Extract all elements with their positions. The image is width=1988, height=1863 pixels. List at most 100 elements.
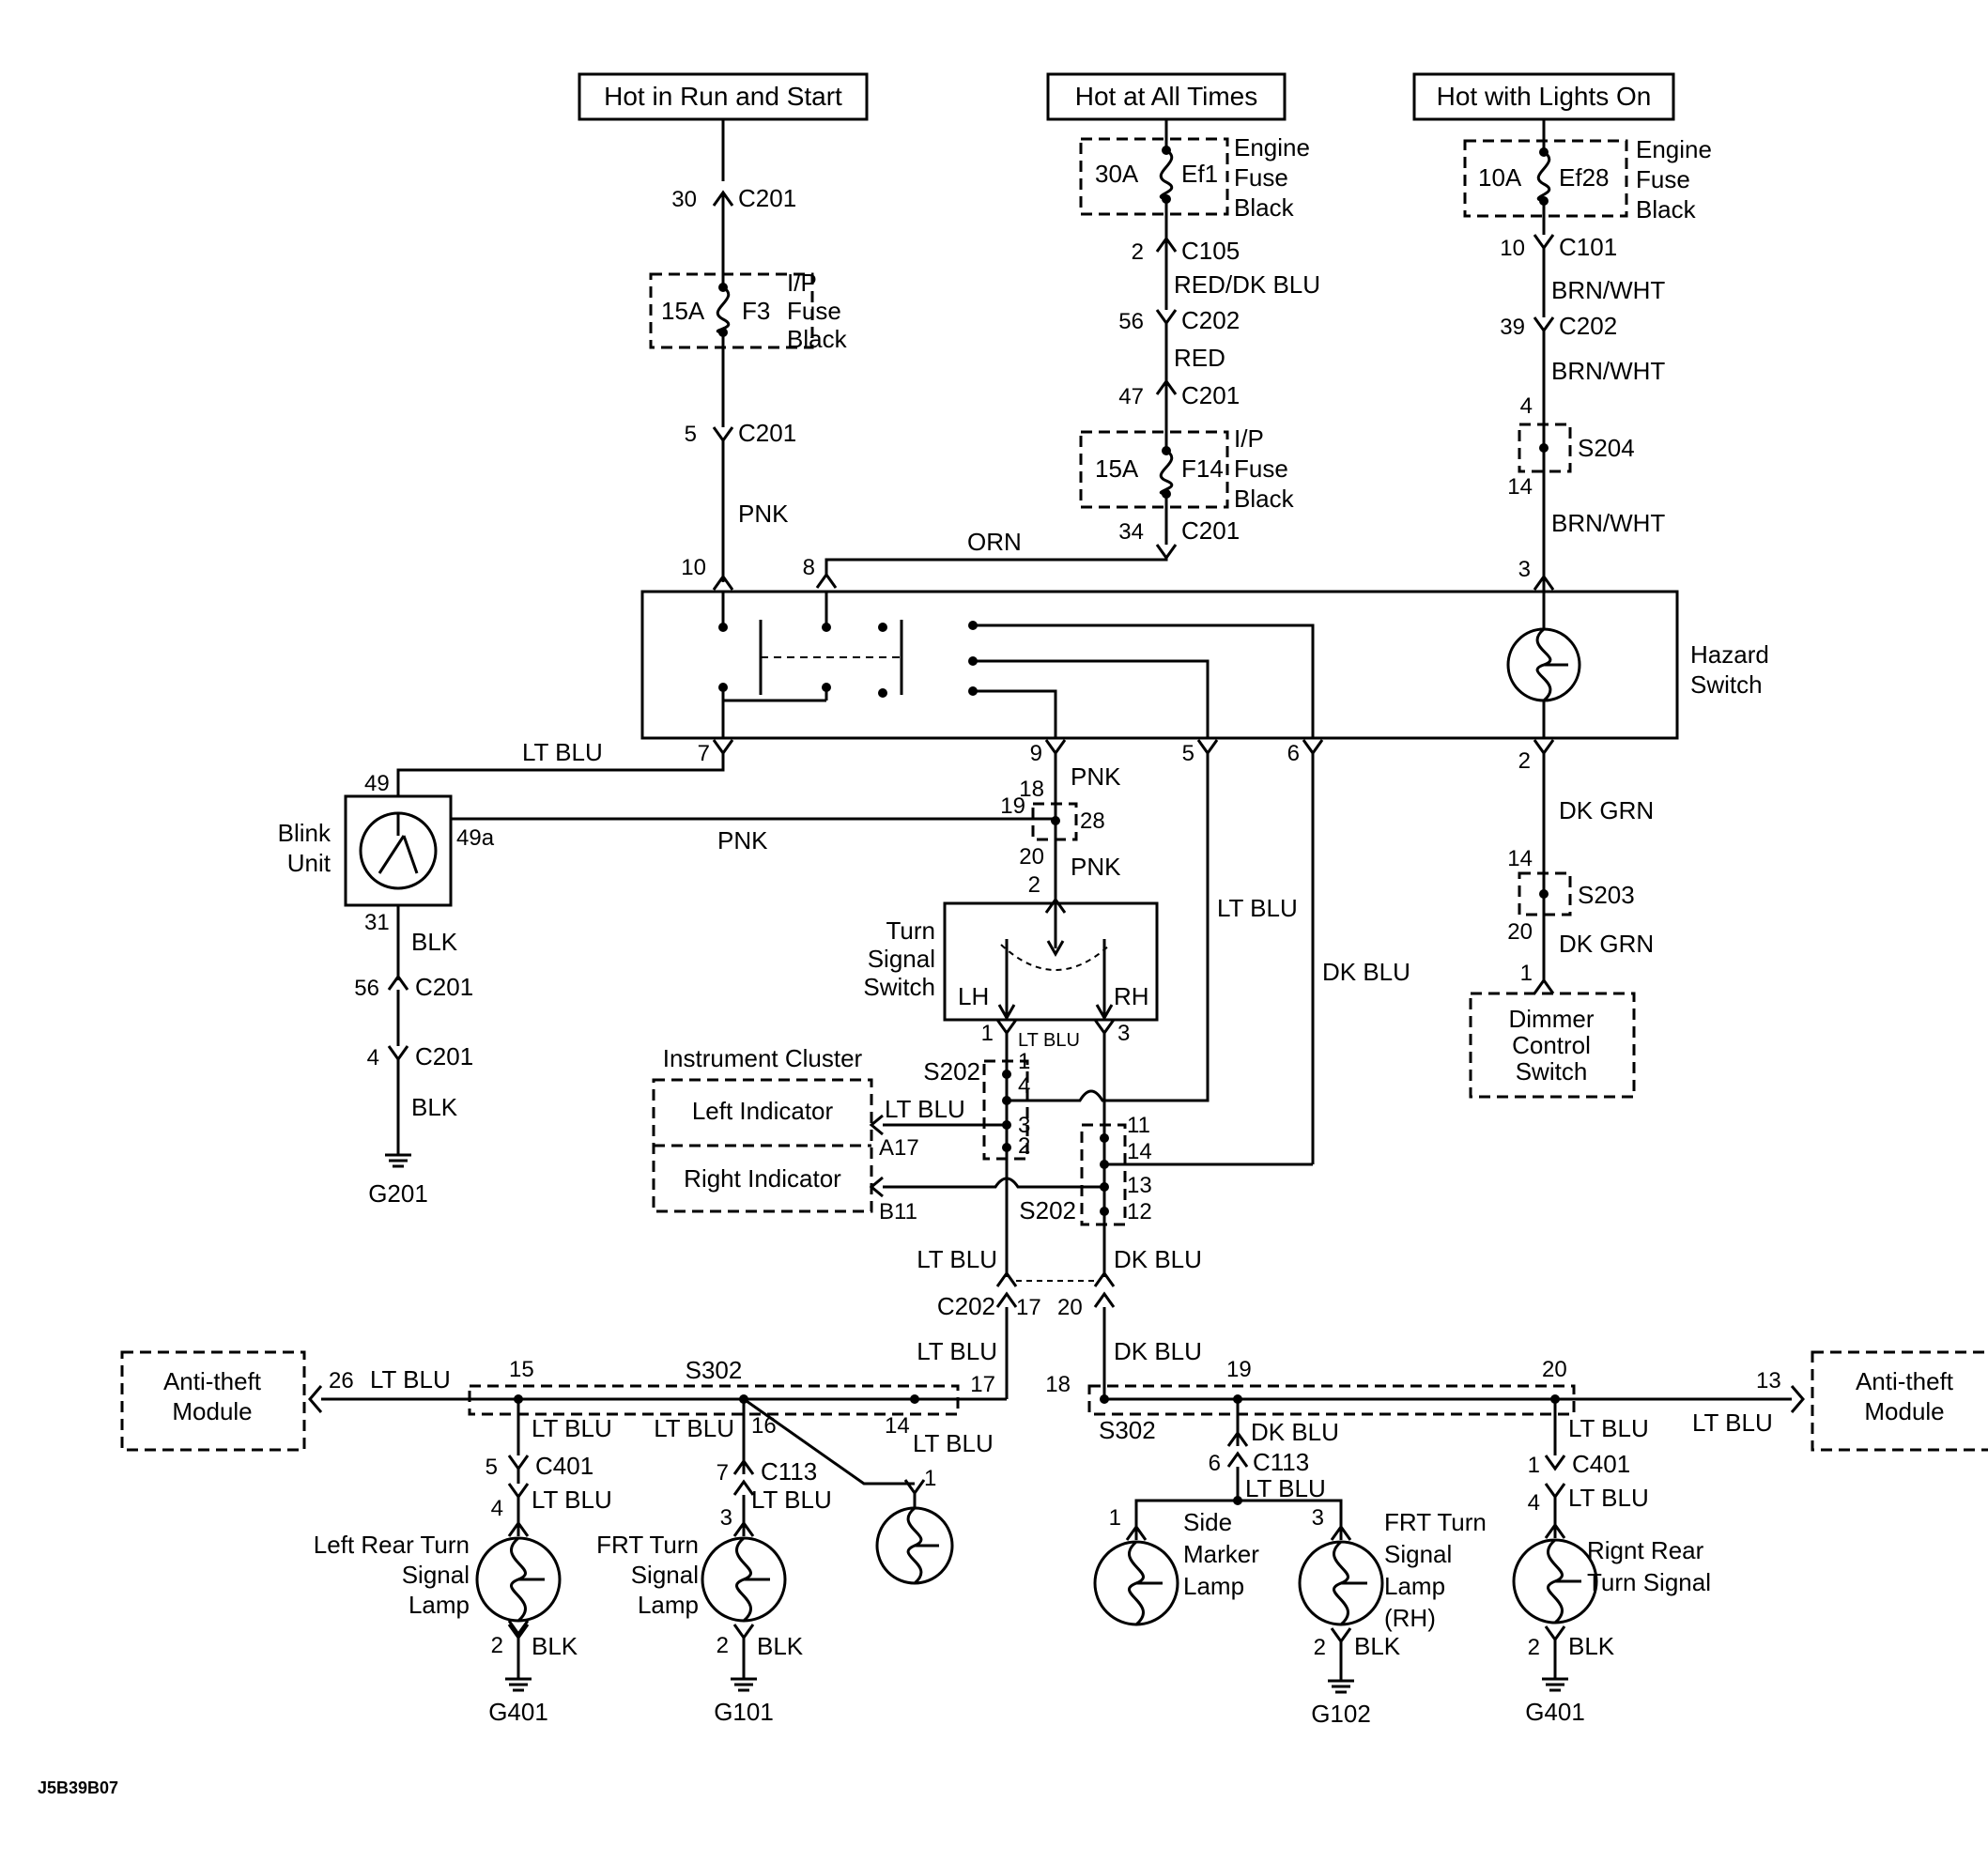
- wire-blk-label: BLK: [532, 1632, 578, 1660]
- svg-text:14: 14: [1127, 1139, 1152, 1164]
- svg-text:2: 2: [1028, 872, 1040, 898]
- fuse-f14-box-line2: Fuse: [1234, 454, 1288, 483]
- wire-lt-blu-label: LT BLU: [1217, 894, 1298, 922]
- svg-text:3: 3: [1312, 1505, 1324, 1531]
- fuse-f14-box-line3: Black: [1234, 485, 1295, 513]
- svg-text:10: 10: [1500, 236, 1525, 261]
- hazard-switch-label-2: Switch: [1690, 670, 1763, 699]
- dimmer-label-1: Dimmer: [1509, 1005, 1595, 1033]
- wire-blk-label: BLK: [1354, 1632, 1401, 1660]
- svg-text:2: 2: [1518, 748, 1531, 774]
- wire-brn-wht-label: BRN/WHT: [1551, 276, 1665, 304]
- wire-lt-blu-label: LT BLU: [1692, 1409, 1773, 1437]
- wire-lt-blu-label: LT BLU: [751, 1486, 832, 1514]
- source-all-times-label: Hot at All Times: [1075, 82, 1258, 111]
- svg-text:2: 2: [1018, 1133, 1030, 1159]
- svg-text:13: 13: [1756, 1368, 1781, 1393]
- svg-text:34: 34: [1118, 519, 1144, 545]
- svg-text:2: 2: [1132, 239, 1144, 265]
- svg-text:17: 17: [1016, 1295, 1041, 1320]
- c202-label: C202: [937, 1292, 995, 1320]
- ground-g101-icon: [731, 1677, 757, 1692]
- svg-text:19: 19: [1000, 793, 1025, 819]
- ground-g201-label: G201: [368, 1179, 428, 1208]
- instrument-cluster: Instrument Cluster Left Indicator Right …: [652, 1044, 965, 1224]
- instrument-cluster-label: Instrument Cluster: [663, 1044, 863, 1072]
- ground-g401-label: G401: [488, 1698, 548, 1726]
- svg-text:19: 19: [1226, 1357, 1252, 1382]
- svg-text:56: 56: [354, 976, 379, 1001]
- svg-text:5: 5: [1182, 741, 1194, 766]
- svg-text:1: 1: [981, 1021, 994, 1046]
- svg-text:20: 20: [1057, 1295, 1083, 1320]
- ground-g401-icon: [505, 1677, 532, 1692]
- svg-text:3: 3: [1518, 557, 1531, 582]
- wire-blk-label: BLK: [757, 1632, 804, 1660]
- svg-text:14: 14: [1507, 846, 1533, 871]
- fuse-f14-box-line1: I/P: [1234, 424, 1264, 453]
- c201-label: C201: [1181, 381, 1240, 409]
- svg-text:10: 10: [681, 555, 706, 580]
- svg-text:20: 20: [1019, 844, 1044, 870]
- blink-unit: LT BLU 49 49a 31 Blink Unit PNK BLK 56 C…: [278, 738, 1056, 1208]
- svg-text:2: 2: [717, 1633, 729, 1658]
- svg-text:4: 4: [1018, 1073, 1030, 1099]
- side-marker-label-3: Lamp: [1183, 1572, 1244, 1600]
- left-rear-lamp-label-1: Left Rear Turn: [314, 1531, 470, 1559]
- source-lights-on: Hot with Lights On: [1412, 72, 1675, 121]
- fuse-ef1-box-line3: Black: [1234, 193, 1295, 222]
- svg-text:47: 47: [1118, 384, 1144, 409]
- svg-text:2: 2: [1314, 1635, 1326, 1660]
- fuse-f3-box-line1: I/P: [787, 269, 817, 297]
- svg-text:5: 5: [685, 422, 697, 447]
- dimmer-branch: DK GRN 14 S203 20 DK GRN 1 Dimmer Contro…: [1469, 753, 1654, 1099]
- ground-g101-label: G101: [714, 1698, 774, 1726]
- frt-turn-lh-label-1: FRT Turn: [596, 1531, 699, 1559]
- wire-pnk-label: PNK: [1071, 853, 1121, 881]
- right-lamp-network: DK BLU 18 S302 19 20 13 LT BLU Anti-thef…: [1045, 1307, 1988, 1728]
- s302-label: S302: [686, 1356, 743, 1384]
- svg-text:26: 26: [329, 1368, 354, 1393]
- left-indicator-label: Left Indicator: [692, 1097, 834, 1125]
- svg-text:2: 2: [491, 1633, 503, 1658]
- anti-theft-left-label-1: Anti-theft: [163, 1367, 262, 1395]
- wire-lt-blu-label: LT BLU: [654, 1414, 734, 1442]
- wire-red-label: RED: [1174, 344, 1225, 372]
- anti-theft-right-label-2: Module: [1864, 1397, 1944, 1425]
- frt-turn-rh-label-3: Lamp: [1384, 1572, 1445, 1600]
- left-rear-lamp-label-2: Signal: [402, 1561, 470, 1589]
- svg-text:7: 7: [698, 741, 710, 766]
- wire-pnk-label: PNK: [1071, 762, 1121, 791]
- frt-turn-rh-label-1: FRT Turn: [1384, 1508, 1487, 1536]
- ground-g401-label: G401: [1525, 1698, 1585, 1726]
- terminal-b11: B11: [879, 1199, 917, 1224]
- dimmer-label-2: Control: [1512, 1031, 1591, 1059]
- wire-orn-label: ORN: [967, 528, 1022, 556]
- svg-text:12: 12: [1127, 1199, 1152, 1224]
- ground-g102-label: G102: [1311, 1700, 1371, 1728]
- fuse-f3-amp: 15A: [661, 297, 705, 325]
- wire-lt-blu-label: LT BLU: [917, 1245, 997, 1273]
- wire-blk-label: BLK: [1568, 1632, 1615, 1660]
- fuse-f3-box-line3: Black: [787, 325, 848, 353]
- wire-brn-wht-label: BRN/WHT: [1551, 509, 1665, 537]
- fuse-ef1-box-line2: Fuse: [1234, 163, 1288, 192]
- svg-text:18: 18: [1045, 1372, 1071, 1397]
- fuse-ef1-name: Ef1: [1181, 160, 1218, 188]
- s202-right: 11 14 13 12 DK BLU S202: [883, 753, 1410, 1277]
- wire-dk-blu-label: DK BLU: [1114, 1245, 1202, 1273]
- fuse-f14-amp: 15A: [1095, 454, 1139, 483]
- s202-left: S202 1 4 3 2 LT BLU: [883, 753, 1298, 1277]
- fuse-f3-box-line2: Fuse: [787, 297, 841, 325]
- terminal-31: 31: [364, 910, 390, 935]
- s203-label: S203: [1578, 881, 1635, 909]
- left-rear-lamp-label-3: Lamp: [408, 1591, 470, 1619]
- wire-lt-blu-label: LT BLU: [532, 1486, 612, 1514]
- hazard-switch-label-1: Hazard: [1690, 640, 1769, 669]
- dimmer-label-3: Switch: [1516, 1057, 1588, 1085]
- blink-unit-label-1: Blink: [278, 819, 331, 847]
- svg-text:1: 1: [1109, 1505, 1121, 1531]
- fuse-f14-name: F14: [1181, 454, 1224, 483]
- svg-text:1: 1: [1528, 1453, 1540, 1478]
- svg-text:30: 30: [671, 187, 697, 212]
